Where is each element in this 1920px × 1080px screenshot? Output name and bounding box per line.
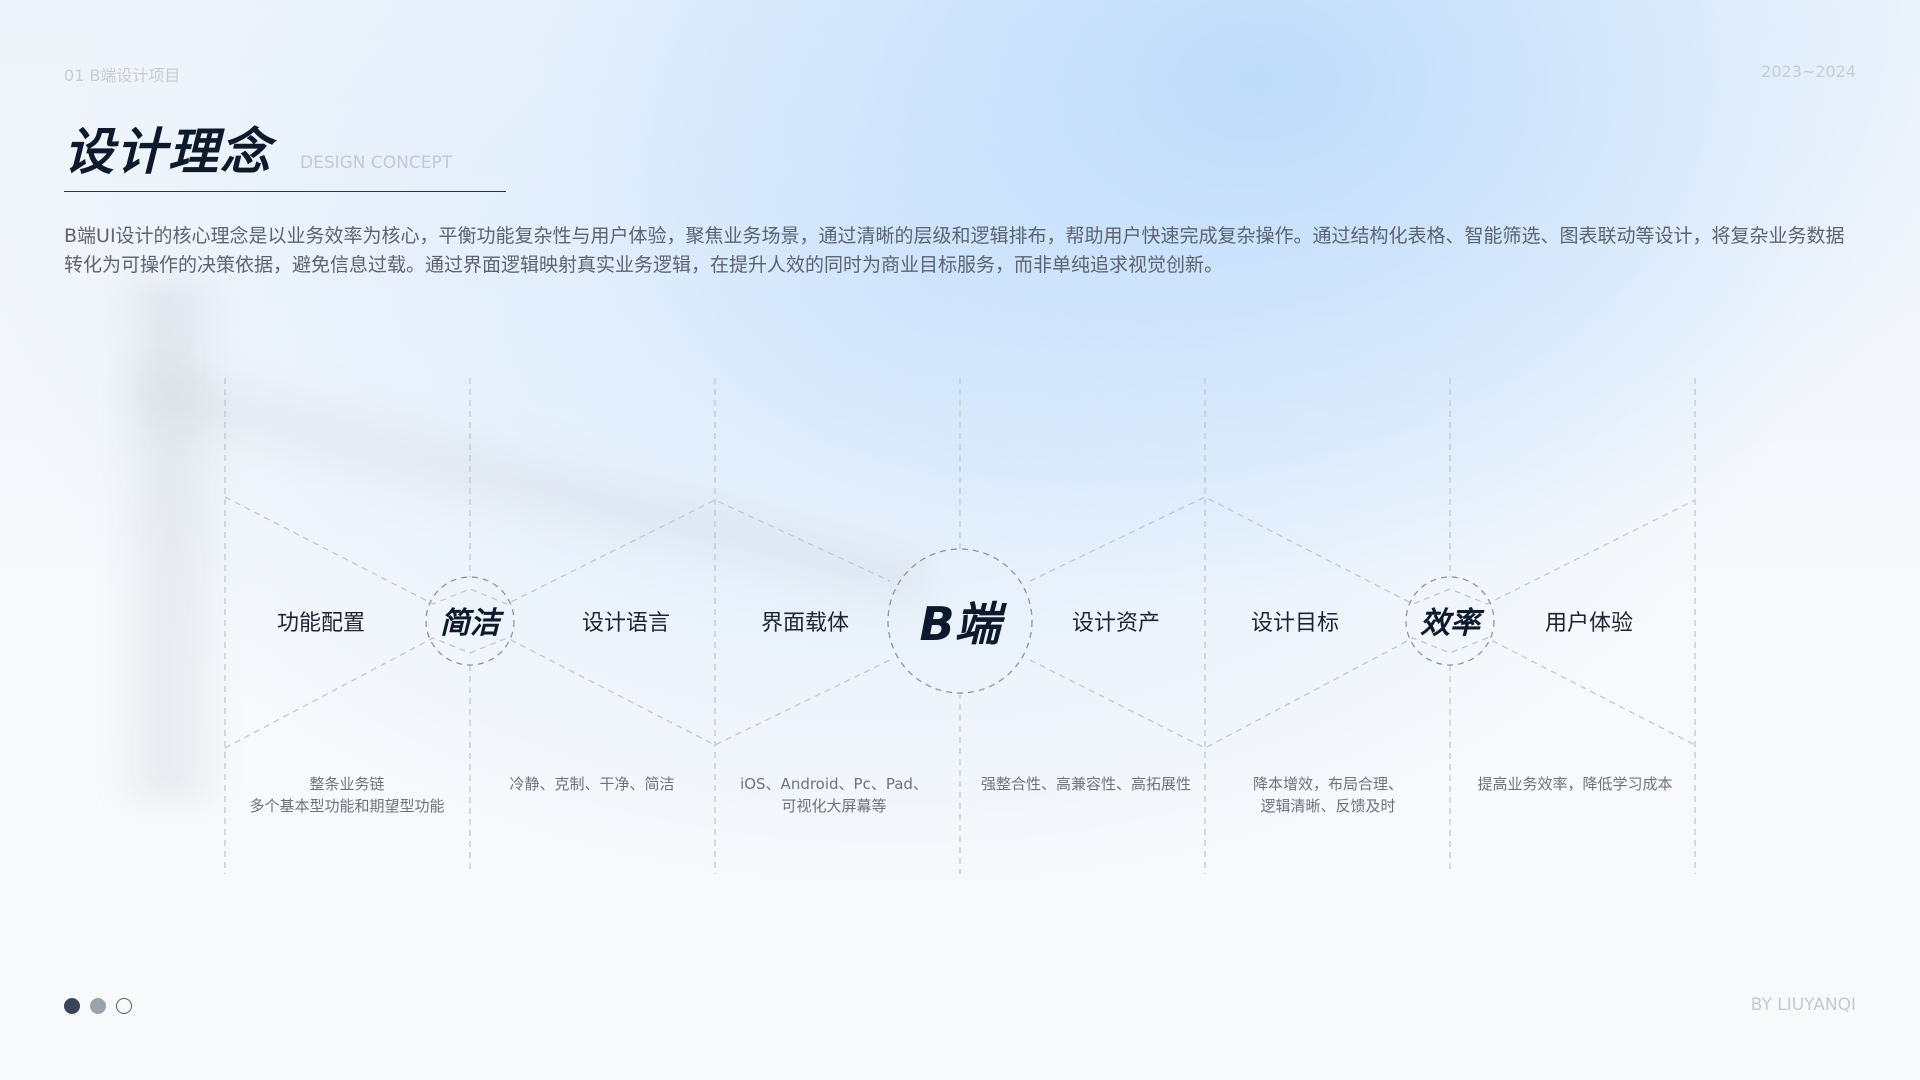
- label-yonghu-tiyan: 用户体验: [1544, 611, 1634, 636]
- center-word-bduan: B端: [919, 597, 1001, 651]
- label-sheji-mubiao: 设计目标: [1250, 611, 1340, 636]
- window-shadow: [110, 280, 230, 800]
- zigzag-lower: [224, 637, 891, 749]
- page-dot-1[interactable]: [64, 998, 80, 1014]
- concept-description: B端UI设计的核心理念是以业务效率为核心，平衡功能复杂性与用户体验，聚焦业务场景…: [64, 225, 1845, 276]
- label-sheji-zichan: 设计资产: [1071, 611, 1161, 636]
- center-circle-jianjie: [425, 576, 515, 666]
- center-word-jianjie: 简洁: [440, 606, 500, 641]
- zigzag-lower: [1029, 637, 1696, 749]
- author-byline: BY LIUYANQI: [1750, 995, 1856, 1015]
- year-range: 2023~2024: [1761, 62, 1856, 81]
- page-dot-2[interactable]: [90, 998, 106, 1014]
- label-jiemian-zaiti: 界面载体: [760, 611, 850, 636]
- center-circle-bduan: [887, 548, 1033, 694]
- description-yonghu-tiyan: 提高业务效率，降低学习成本: [1477, 775, 1673, 793]
- description-gongneng-peizhi: 整条业务链 多个基本型功能和期望型功能: [249, 775, 445, 815]
- center-circle-xiaolv: [1405, 576, 1495, 666]
- zigzag-upper: [1029, 496, 1696, 605]
- zigzag-upper: [224, 496, 891, 605]
- page-dot-3[interactable]: [116, 998, 132, 1014]
- description-jiemian-zaiti: iOS、Android、Pc、Pad、 可视化大屏幕等: [740, 775, 928, 815]
- label-gongneng-peizhi: 功能配置: [276, 611, 366, 636]
- label-sheji-yuyan: 设计语言: [581, 611, 671, 636]
- description-sheji-zichan: 强整合性、高兼容性、高拓展性: [980, 775, 1192, 793]
- description-sheji-mubiao: 降本增效，布局合理、 逻辑清晰、反馈及时: [1252, 775, 1404, 815]
- description-sheji-yuyan: 冷静、克制、干净、简洁: [509, 775, 675, 793]
- project-label: 01 B端设计项目: [64, 66, 181, 85]
- page-title-english: DESIGN CONCEPT: [300, 153, 453, 173]
- page-title: 设计理念: [64, 123, 272, 181]
- center-word-xiaolv: 效率: [1420, 606, 1480, 641]
- title-underline: [64, 191, 506, 192]
